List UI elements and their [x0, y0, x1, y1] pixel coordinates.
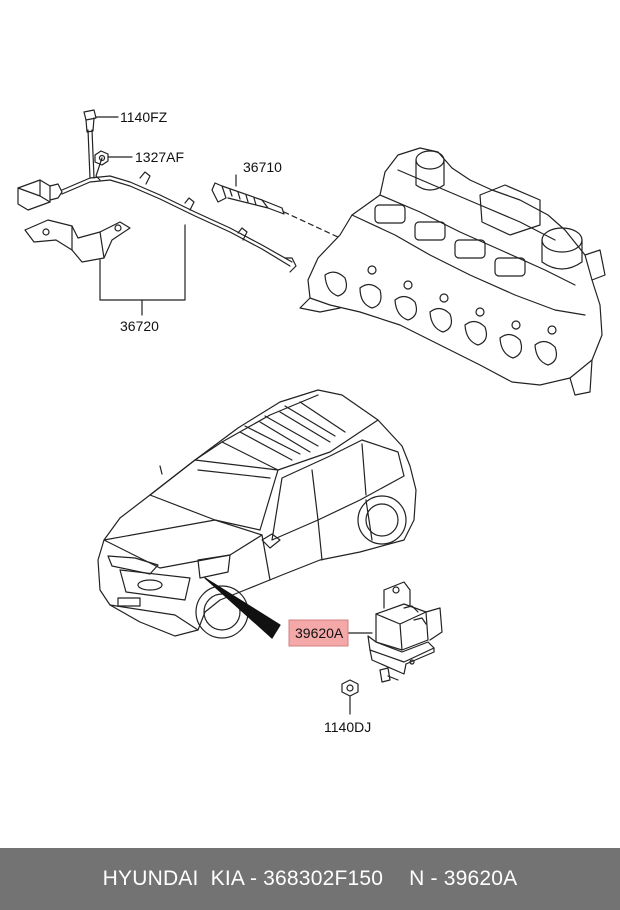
label-relay: 39620A	[295, 625, 344, 641]
leader-harness	[99, 224, 186, 301]
nut-top-illustration	[94, 150, 109, 166]
glow-plug-illustration	[211, 182, 341, 239]
label-nut-top: 1327AF	[135, 149, 184, 165]
relay-label-highlight	[288, 619, 349, 647]
car-illustration	[97, 389, 417, 639]
parts-diagram: 1140FZ 1327AF 36710 36720 39620A 1140DJ	[17, 109, 606, 735]
label-glow-plug: 36710	[243, 159, 282, 175]
label-nut-bottom: 1140DJ	[324, 719, 371, 735]
bolt-illustration	[83, 109, 97, 133]
footer-reference: N - 39620A	[409, 867, 518, 890]
harness-illustration	[17, 129, 297, 273]
footer-part-number: HYUNDAI KIA - 368302F150	[102, 867, 384, 890]
label-bolt: 1140FZ	[120, 109, 168, 125]
nut-bottom-illustration	[341, 679, 359, 697]
engine-head-illustration	[299, 147, 606, 396]
pointer-wedge	[204, 577, 281, 639]
footer-bar: HYUNDAI KIA - 368302F150 N - 39620A	[0, 848, 620, 910]
label-harness: 36720	[120, 318, 159, 334]
relay-illustration	[367, 581, 443, 683]
